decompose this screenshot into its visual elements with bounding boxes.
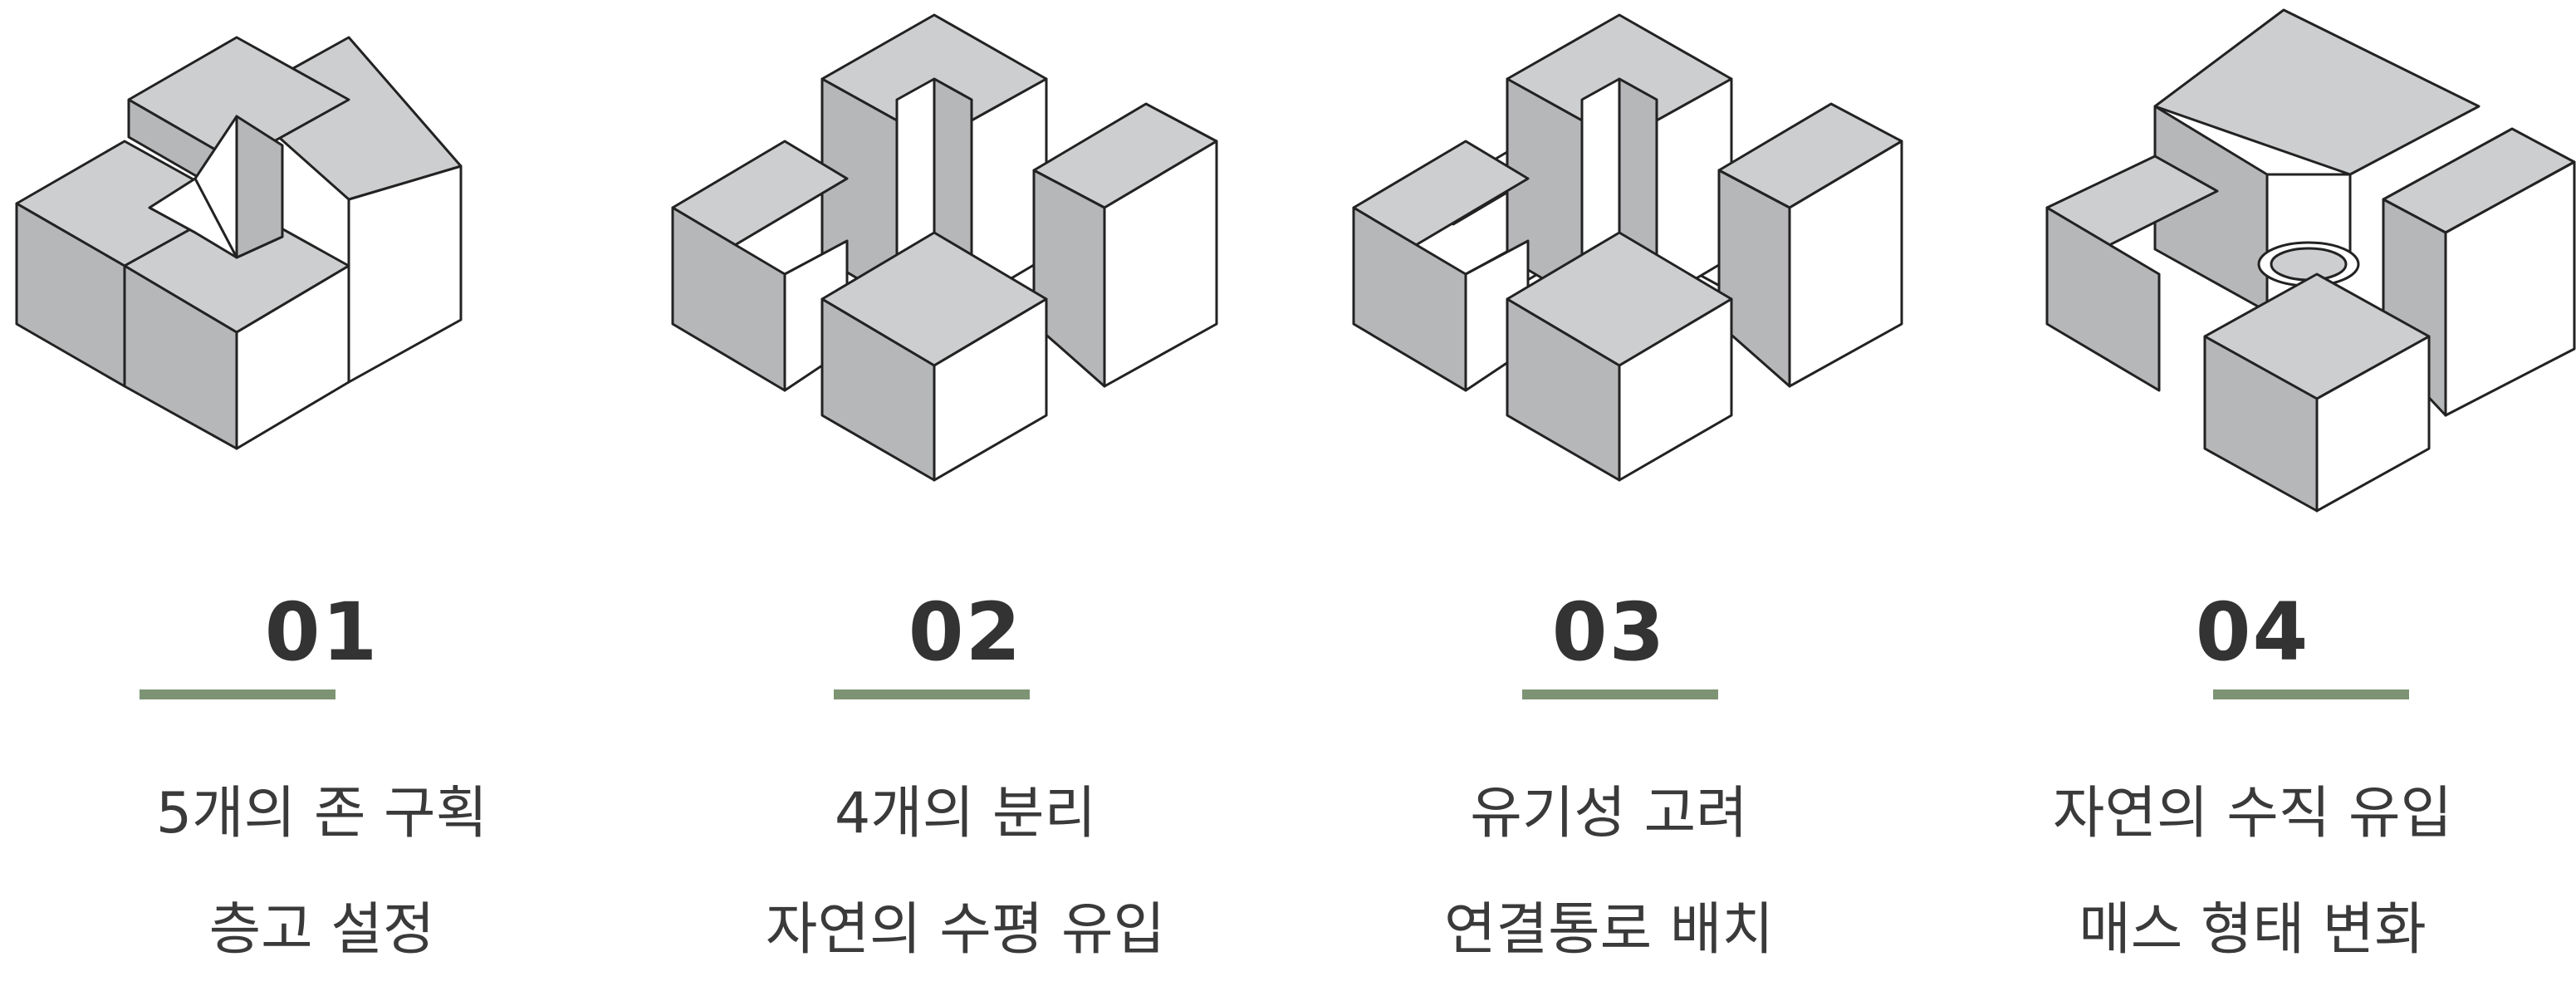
step-panel-1: 01 5개의 존 구획 층고 설정 bbox=[0, 0, 644, 996]
accent-underline bbox=[2213, 689, 2409, 699]
step-number: 04 bbox=[2195, 586, 2310, 679]
step-panel-4: 04 자연의 수직 유입 매스 형태 변화 bbox=[1931, 0, 2576, 996]
step-panel-3: 03 유기성 고려 연결통로 배치 bbox=[1287, 0, 1931, 996]
step-description-line-2: 매스 형태 변화 bbox=[2079, 897, 2427, 963]
step-description-line-1: 5개의 존 구획 bbox=[155, 781, 488, 846]
step-description-line-2: 층고 설정 bbox=[208, 897, 435, 963]
massing-diagram-separation bbox=[671, 13, 1218, 482]
step-number: 03 bbox=[1551, 586, 1667, 679]
step-description-line-1: 자연의 수직 유입 bbox=[2052, 781, 2453, 846]
step-description-line-2: 연결통로 배치 bbox=[1444, 897, 1774, 963]
massing-diagram-connections bbox=[1352, 13, 1903, 482]
accent-underline bbox=[834, 689, 1030, 699]
step-description-line-2: 자연의 수평 유입 bbox=[765, 897, 1166, 963]
massing-diagram-zones bbox=[15, 36, 463, 450]
step-panel-2: 02 4개의 분리 자연의 수평 유입 bbox=[644, 0, 1287, 996]
step-number: 01 bbox=[264, 586, 380, 679]
massing-diagram-vertical-void bbox=[2045, 8, 2576, 513]
accent-underline bbox=[1522, 689, 1718, 699]
step-number: 02 bbox=[908, 586, 1023, 679]
step-description-line-1: 유기성 고려 bbox=[1470, 781, 1748, 846]
step-description-line-1: 4개의 분리 bbox=[834, 781, 1097, 846]
accent-underline bbox=[140, 689, 335, 699]
